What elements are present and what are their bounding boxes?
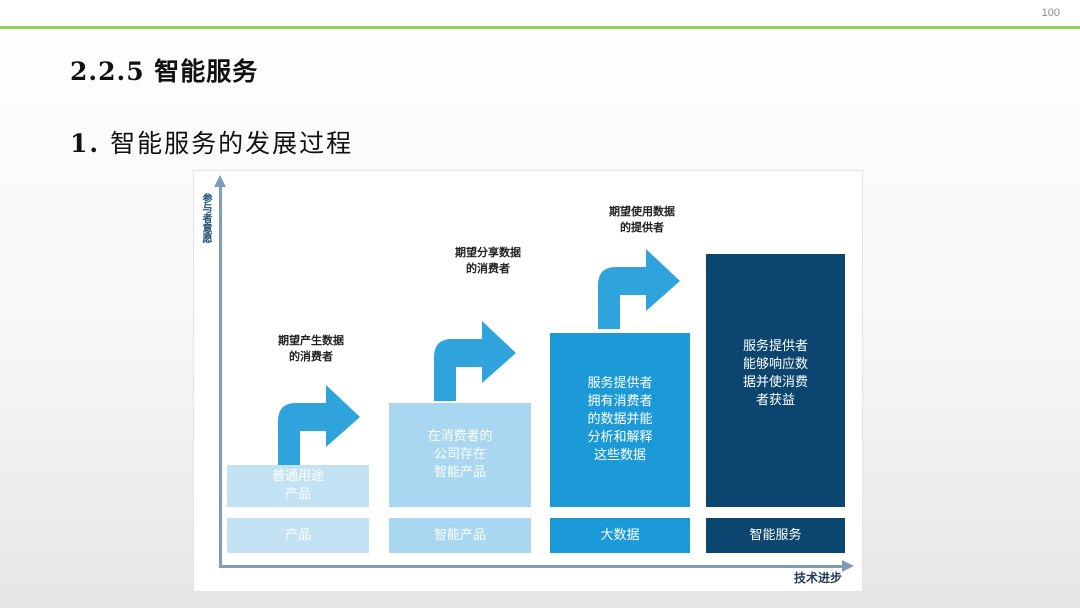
stage-3-name: 大数据 (600, 527, 640, 543)
subtitle-number: 1. (70, 129, 101, 158)
stage-1-box-text: 普通用途 产品 (271, 469, 324, 502)
stage-2-name: 智能产品 (433, 527, 486, 543)
stage-1-box: 普通用途 产品 (227, 465, 369, 507)
x-axis-label: 技术进步 (794, 571, 843, 585)
stage-3-name-box: 大数据 (550, 518, 690, 553)
stage-4-box-text: 服务提供者 能够响应数 据并使消费 者获益 (742, 339, 808, 408)
stage-3-box-text: 服务提供者 拥有消费者 的数据并能 分析和解释 这些数据 (587, 376, 653, 463)
section-title: 2.2.5 智能服务 (70, 57, 259, 86)
stage-3-box: 服务提供者 拥有消费者 的数据并能 分析和解释 这些数据 (550, 333, 690, 507)
stage-1-up-arrow-icon (278, 385, 360, 465)
stage-2-up-arrow-icon (434, 321, 516, 401)
stage-1-name: 产品 (284, 527, 311, 543)
stage-4-name-box: 智能服务 (706, 518, 845, 553)
subtitle: 1. 智能服务的发展过程 (70, 124, 353, 160)
x-axis (219, 565, 844, 568)
x-axis-arrowhead (842, 560, 854, 572)
development-diagram: 参与者意愿 技术进步 期望产生数据 的消费者 普通用途 产品 产品 期望分享数据… (193, 170, 863, 592)
stage-3-expectation: 期望使用数据 的提供者 (609, 205, 675, 234)
y-axis-label: 参与者意愿 (200, 193, 211, 243)
stage-3-up-arrow-icon (598, 249, 680, 329)
stage-2-box: 在消费者的 公司存在 智能产品 (389, 403, 531, 507)
stage-2-expectation: 期望分享数据 的消费者 (455, 246, 521, 275)
stage-4-name: 智能服务 (749, 527, 802, 543)
stage-1-expectation: 期望产生数据 的消费者 (278, 334, 344, 363)
y-axis (219, 185, 222, 567)
stage-2-name-box: 智能产品 (389, 518, 531, 553)
page-number: 100 (1041, 7, 1060, 19)
header-divider (0, 26, 1080, 29)
y-axis-arrowhead (214, 175, 226, 187)
stage-2-box-text: 在消费者的 公司存在 智能产品 (427, 429, 493, 480)
stage-4-box: 服务提供者 能够响应数 据并使消费 者获益 (706, 254, 845, 507)
subtitle-text: 智能服务的发展过程 (110, 129, 354, 158)
stage-1-name-box: 产品 (227, 518, 369, 553)
